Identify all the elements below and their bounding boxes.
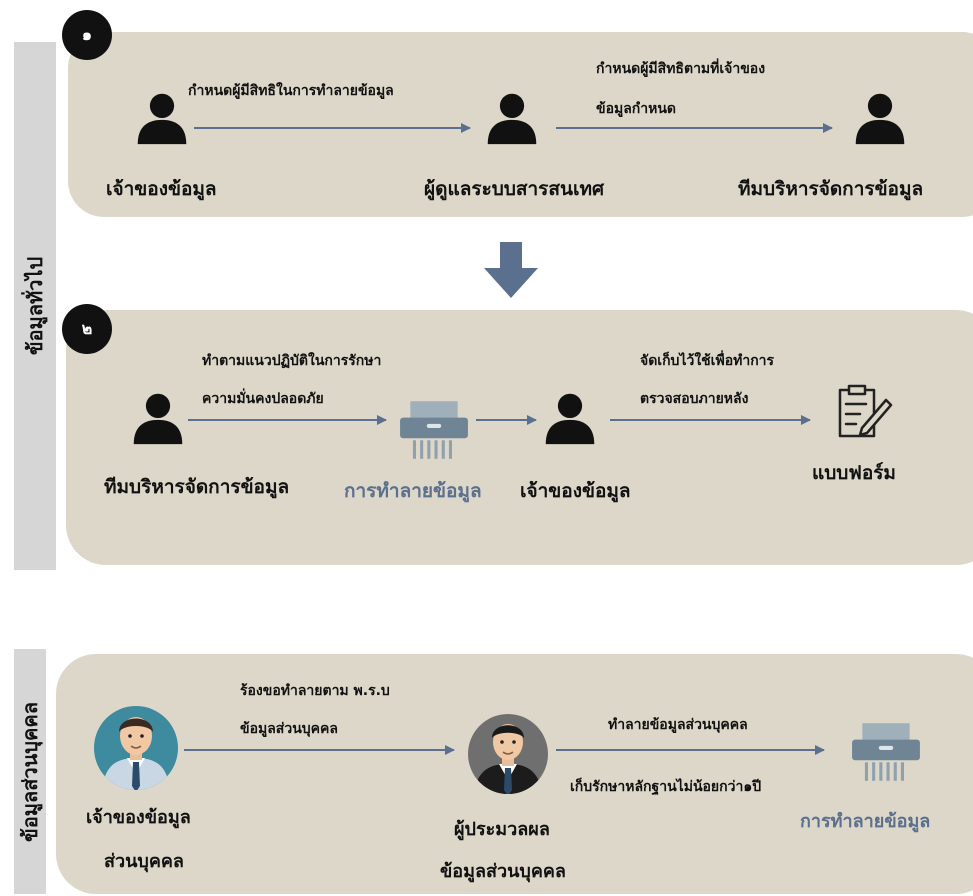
panel-step2 — [66, 310, 973, 565]
step-number-1: ๑ — [62, 10, 112, 60]
node-personal-processor-line2: ข้อมูลส่วนบุคคล — [440, 861, 566, 882]
edge-label-step1-1: กำหนดผู้มีสิทธิในการทำลายข้อมูล — [188, 83, 394, 99]
person-icon — [855, 93, 905, 145]
shredder-icon — [850, 721, 922, 783]
side-label-general: ข้อมูลทั่วไป — [14, 42, 56, 570]
node-personal-destruction: การทำลายข้อมูล — [800, 811, 931, 832]
edge-label-step2-2a: จัดเก็บไว้ใช้เพื่อทำการ — [640, 353, 775, 369]
avatar-icon — [94, 706, 178, 790]
node-personal-processor-line1: ผู้ประมวลผล — [454, 819, 550, 840]
node-step2-data-owner: เจ้าของข้อมูล — [520, 480, 631, 502]
person-icon — [545, 393, 595, 445]
person-icon — [137, 93, 187, 145]
node-step2-form: แบบฟอร์ม — [812, 462, 896, 484]
edge-label-step2-1b: ความมั่นคงปลอดภัย — [202, 391, 324, 407]
node-personal-owner-line2: ส่วนบุคคล — [104, 851, 184, 872]
person-icon — [133, 393, 183, 445]
node-step2-destruction: การทำลายข้อมูล — [344, 480, 482, 502]
shredder-icon — [398, 399, 470, 461]
avatar-icon — [468, 714, 548, 794]
node-step1-system-admin: ผู้ดูแลระบบสารสนเทศ — [424, 178, 605, 200]
edge-label-personal-1b: ข้อมูลส่วนบุคคล — [240, 721, 338, 737]
edge-label-step1-2b: ข้อมูลกำหนด — [596, 101, 677, 117]
person-icon — [487, 93, 537, 145]
down-arrow-icon — [484, 242, 538, 298]
node-step1-data-team: ทีมบริหารจัดการข้อมูล — [738, 178, 924, 200]
edge-label-step1-2a: กำหนดผู้มีสิทธิตามที่เจ้าของ — [596, 61, 766, 77]
side-label-personal: ข้อมูลส่วนบุคคล — [14, 649, 46, 894]
edge-label-personal-2a: ทำลายข้อมูลส่วนบุคคล — [608, 717, 748, 733]
edge-label-step2-1a: ทำตามแนวปฏิบัติในการรักษา — [202, 353, 382, 369]
edge-label-personal-1a: ร้องขอทำลายตาม พ.ร.บ — [240, 683, 390, 699]
step-number-2: ๒ — [62, 304, 112, 354]
form-icon — [838, 384, 893, 438]
node-personal-owner-line1: เจ้าของข้อมูล — [86, 807, 191, 828]
node-step1-data-owner: เจ้าของข้อมูล — [106, 178, 217, 200]
node-step2-data-team: ทีมบริหารจัดการข้อมูล — [104, 476, 290, 498]
edge-label-personal-2b: เก็บรักษาหลักฐานไม่น้อยกว่า๑ปี — [570, 779, 762, 795]
edge-label-step2-2b: ตรวจสอบภายหลัง — [640, 391, 749, 407]
